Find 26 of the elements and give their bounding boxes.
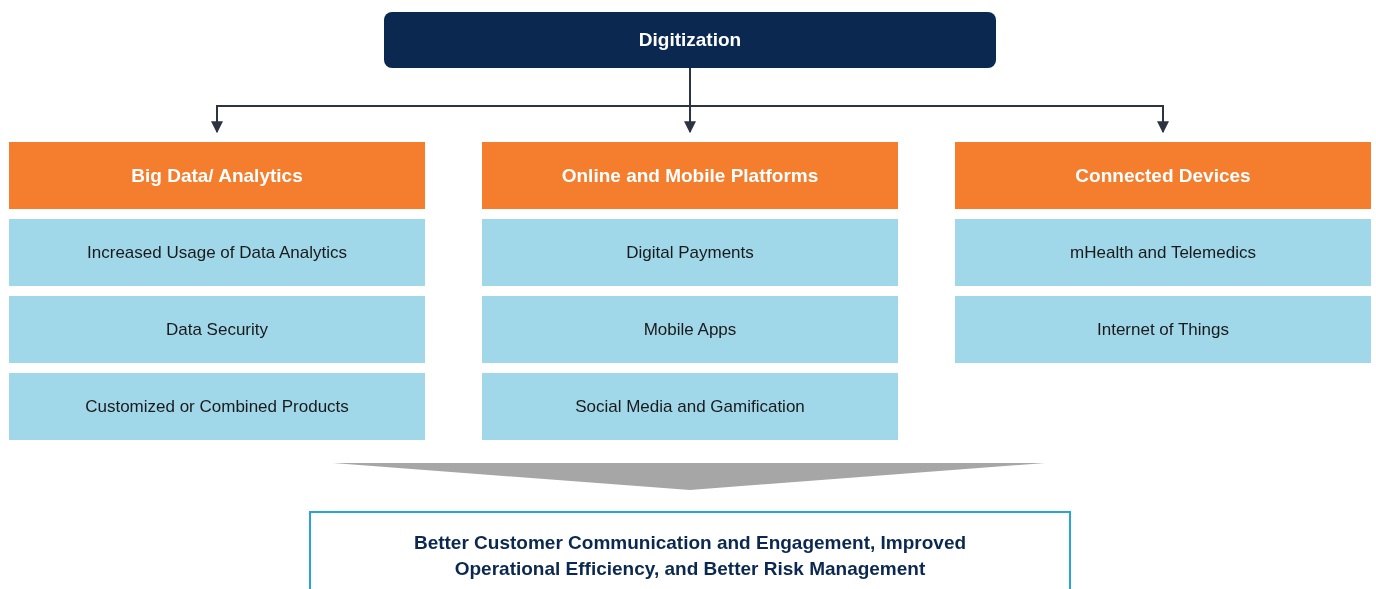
- label-text: Better Customer Communication and Engagement, Improved Operational Efficiency, and Better Risk Management: [412, 531, 968, 581]
- title-box: [384, 12, 996, 68]
- category-header: [9, 142, 425, 209]
- label-text: Data Security: [165, 319, 268, 340]
- category-header: [955, 142, 1371, 209]
- item-box: [482, 219, 898, 286]
- label-text: Internet of Things: [1097, 319, 1229, 340]
- label-text: Online and Mobile Platforms: [561, 164, 819, 187]
- item-box: [9, 219, 425, 286]
- item-box: [482, 296, 898, 363]
- title-text: Digitization: [638, 29, 742, 51]
- item-box: [955, 296, 1371, 363]
- label-text: Connected Devices: [1075, 164, 1251, 187]
- label-text: Increased Usage of Data Analytics: [87, 242, 347, 263]
- label-text: Digital Payments: [626, 242, 754, 263]
- outcome-box: [309, 511, 1071, 589]
- label-text: Customized or Combined Products: [85, 396, 349, 417]
- item-box: [9, 373, 425, 440]
- item-box: [482, 373, 898, 440]
- category-header: [482, 142, 898, 209]
- item-box: [9, 296, 425, 363]
- label-text: Mobile Apps: [643, 319, 737, 340]
- item-box: [955, 219, 1371, 286]
- label-text: Big Data/ Analytics: [131, 164, 303, 187]
- label-text: Social Media and Gamification: [575, 396, 805, 417]
- label-text: mHealth and Telemedics: [1070, 242, 1256, 263]
